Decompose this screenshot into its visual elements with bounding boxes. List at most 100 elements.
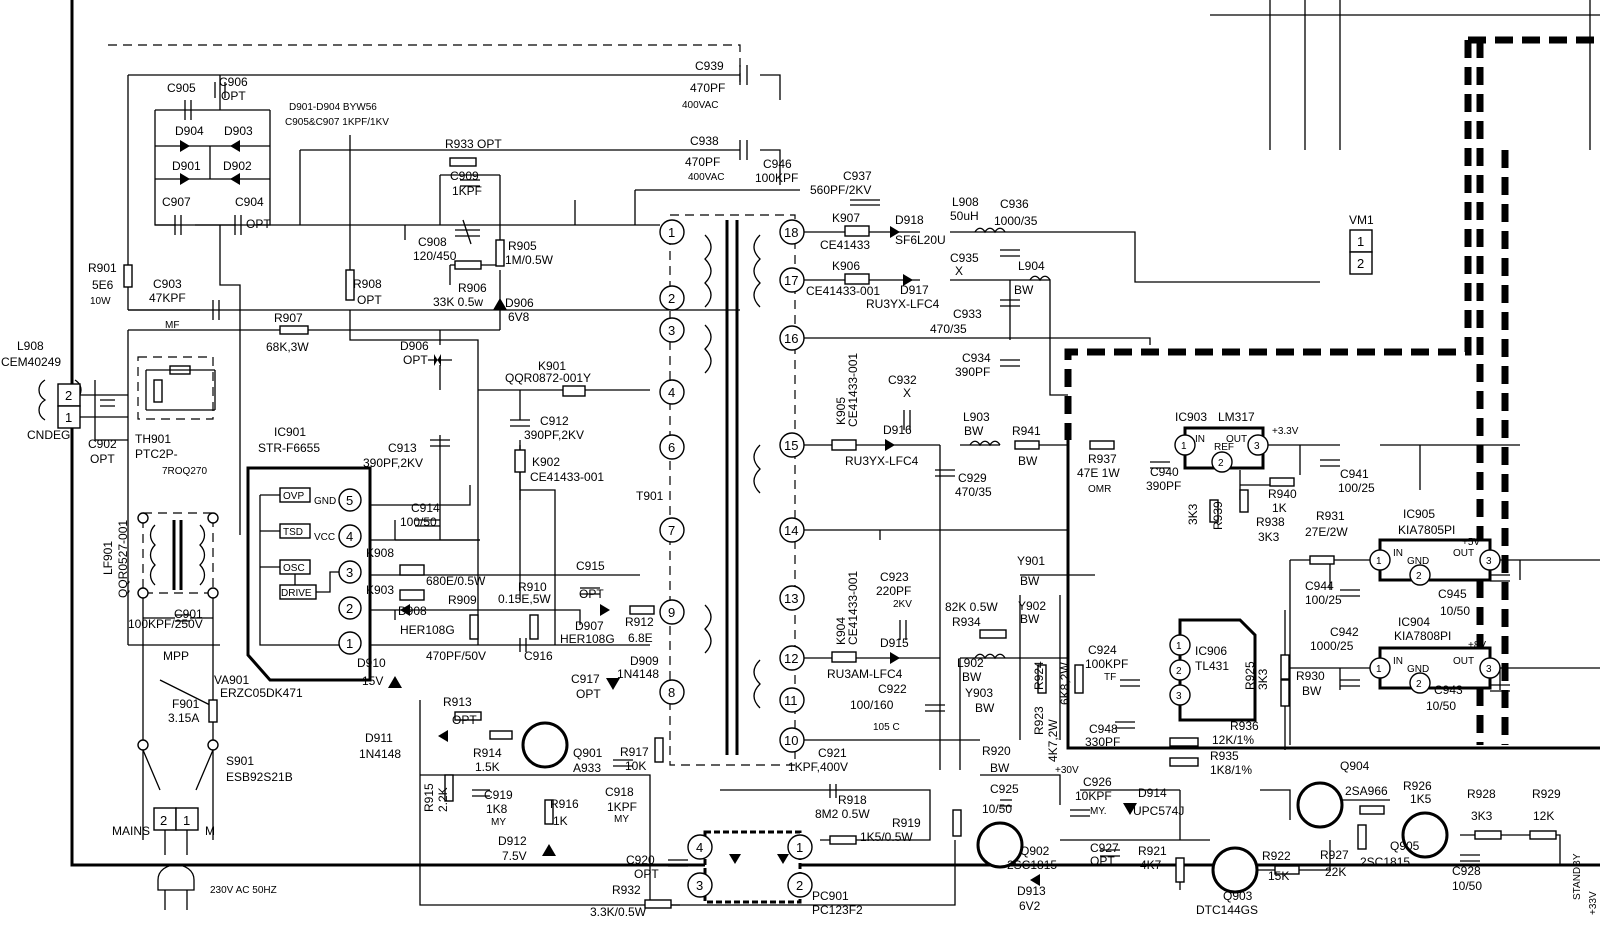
c920-label: C920 — [626, 853, 655, 867]
c940-value: 390PF — [1146, 479, 1181, 493]
r939-value: 3K3 — [1186, 503, 1200, 525]
ic903-pin1: 1 — [1181, 441, 1187, 452]
v33-standby-label: +33V — [1588, 891, 1599, 915]
d910-label: D910 — [357, 656, 386, 670]
c939-value: 470PF — [690, 81, 725, 95]
ic901-pin2 — [338, 596, 362, 620]
t901-pin9: 9 — [668, 605, 675, 620]
r909-label: R909 — [448, 593, 477, 607]
c943-value: 10/50 — [1426, 699, 1456, 713]
d912-value: 7.5V — [502, 849, 527, 863]
r924-label: R924 — [1032, 661, 1046, 690]
k908-label: K908 — [366, 546, 394, 560]
c935-label: C935 — [950, 251, 979, 265]
ic904-pin2: 2 — [1416, 679, 1422, 690]
r921-value: 4K7 — [1140, 858, 1162, 872]
c904-opt: OPT — [246, 217, 271, 231]
k905-label: K905 — [834, 397, 848, 425]
r905-label: R905 — [508, 239, 537, 253]
q901-value: A933 — [573, 761, 601, 775]
r910-label: R910 — [518, 580, 547, 594]
y902-value: BW — [1020, 612, 1040, 626]
r931-value: 27E/2W — [1305, 525, 1348, 539]
lf901-value: QQR0527-001 — [116, 520, 130, 598]
t901-pin12: 12 — [784, 651, 798, 666]
c929-value: 470/35 — [955, 485, 992, 499]
ic903-in: IN — [1195, 434, 1205, 445]
ic903-pin2: 2 — [1218, 458, 1224, 469]
r929-label: R929 — [1532, 787, 1561, 801]
va901-label: VA901 — [214, 673, 249, 687]
r925-value: 3K3 — [1256, 668, 1270, 690]
t901-pin8: 8 — [668, 685, 675, 700]
d903-label: D903 — [224, 124, 253, 138]
gnd-label: GND — [314, 496, 336, 507]
c924-value: 100KPF — [1085, 657, 1128, 671]
ic905-value: KIA7805PI — [1398, 523, 1455, 537]
r940-label: R940 — [1268, 487, 1297, 501]
d914-value: UPC574J — [1133, 804, 1184, 818]
ic906-pin1: 1 — [1176, 641, 1182, 652]
q901-label: Q901 — [573, 746, 603, 760]
ic903-ref: REF — [1214, 442, 1234, 453]
r923-value: 4K7,2W — [1046, 719, 1060, 762]
r901-watt: 10W — [90, 296, 111, 307]
th901-value2: 7ROQ270 — [162, 466, 207, 477]
r941-label: R941 — [1012, 424, 1041, 438]
ic905-pin2: 2 — [1416, 571, 1422, 582]
f901-value: 3.15A — [168, 711, 199, 725]
ic901-pin3 — [338, 560, 362, 584]
r920-value: BW — [990, 761, 1010, 775]
r901-value: 5E6 — [92, 278, 114, 292]
d901-d904-note: D901-D904 BYW56 — [289, 102, 377, 113]
t901-pin4: 4 — [668, 385, 675, 400]
d906-label: D906 — [505, 296, 534, 310]
l903-label: L903 — [963, 410, 990, 424]
c913-value: 390PF,2KV — [363, 456, 423, 470]
r937-omr: OMR — [1088, 484, 1111, 495]
l908-label: L908 — [17, 339, 44, 353]
d911-value: 1N4148 — [359, 747, 401, 761]
l903-value: BW — [964, 424, 984, 438]
c937-value: 560PF/2KV — [810, 183, 871, 197]
c908-value: 120/450 — [413, 249, 457, 263]
c908-label: C908 — [418, 235, 447, 249]
t901-pin2: 2 — [668, 291, 675, 306]
r917-label: R917 — [620, 745, 649, 759]
d918-value: SF6L20U — [895, 233, 946, 247]
c932-x: X — [903, 386, 911, 400]
r927-value: 22K — [1325, 865, 1346, 879]
va901-value: ERZC05DK471 — [220, 686, 303, 700]
c919-value: 1K8 — [486, 802, 508, 816]
pc901-pin1: 1 — [796, 840, 803, 855]
d912-label: D912 — [498, 834, 527, 848]
l904-value: BW — [1014, 283, 1034, 297]
c942-value: 1000/25 — [1310, 639, 1354, 653]
c906-label: C906 — [219, 75, 248, 89]
t901-pin17: 17 — [784, 273, 798, 288]
d908-label: D908 — [398, 604, 427, 618]
c933-value: 470/35 — [930, 322, 967, 336]
pc901-pin3: 3 — [696, 878, 703, 893]
c917-opt: OPT — [576, 687, 601, 701]
r918-value: 8M2 0.5W — [815, 807, 870, 821]
k904-label: K904 — [834, 617, 848, 645]
t901-label: T901 — [636, 489, 664, 503]
c912-value: 390PF,2KV — [524, 428, 584, 442]
r919-label: R919 — [892, 816, 921, 830]
r907-label: R907 — [274, 311, 303, 325]
r906-label: R906 — [458, 281, 487, 295]
d916-label: D916 — [883, 423, 912, 437]
r909-value: 680E/0.5W — [426, 574, 486, 588]
c945-value: 10/50 — [1440, 604, 1470, 618]
q904-value: 2SA966 — [1345, 784, 1388, 798]
mains-label: MAINS — [112, 824, 150, 838]
ic906-pin3: 3 — [1176, 691, 1182, 702]
c902-label: C902 — [88, 437, 117, 451]
d909-value: 1N4148 — [617, 667, 659, 681]
cndeg-pin1: 1 — [65, 410, 72, 425]
k907-label: K907 — [832, 211, 860, 225]
r920-label: R920 — [982, 744, 1011, 758]
q902-label: Q902 — [1020, 844, 1050, 858]
d918-label: D918 — [895, 213, 924, 227]
